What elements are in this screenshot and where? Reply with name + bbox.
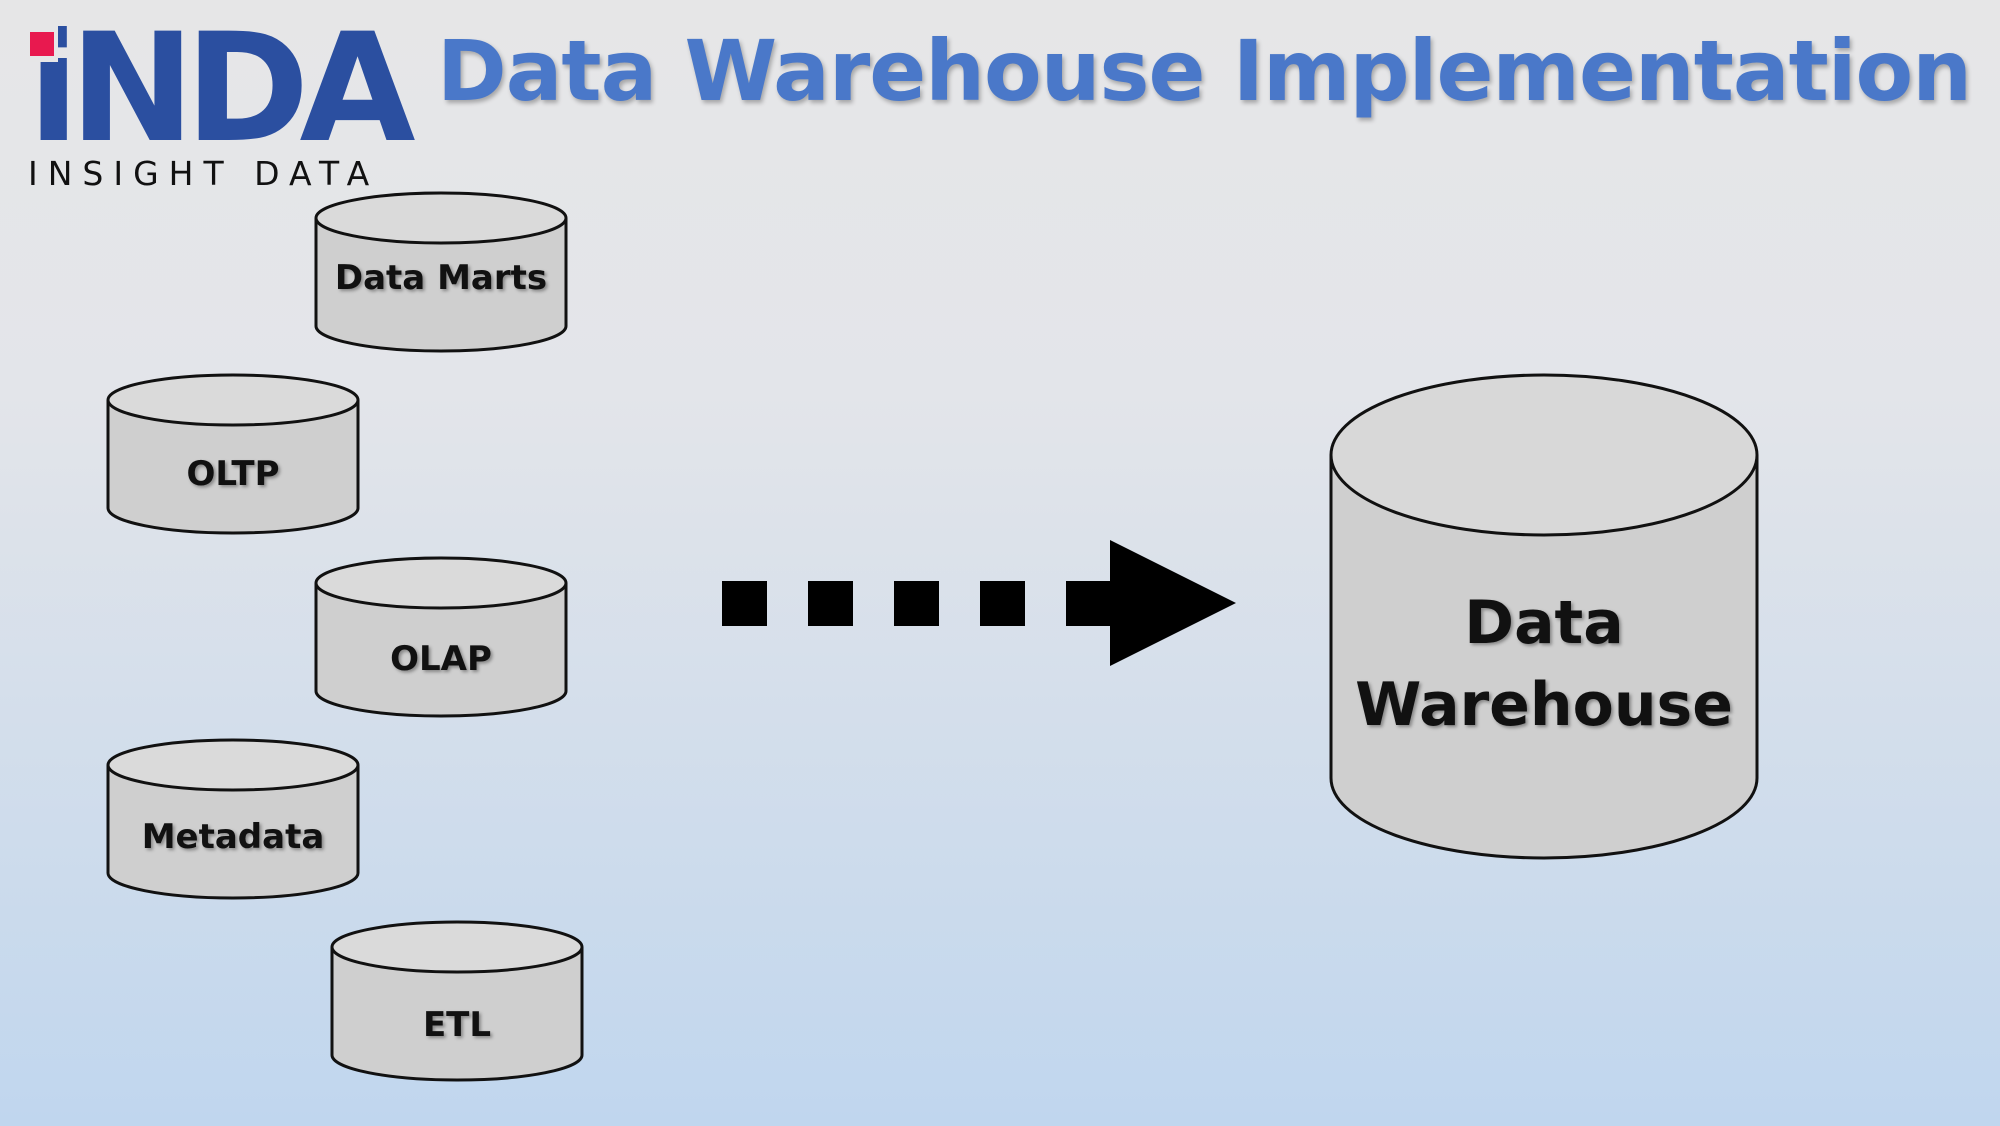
dashed-right-arrow-icon xyxy=(720,536,1240,670)
cylinder-olap: OLAP xyxy=(313,555,569,719)
cylinder-label: Data Warehouse xyxy=(1355,588,1733,740)
database-cylinder-icon xyxy=(1329,373,1759,860)
page-title: Data Warehouse Implementation xyxy=(437,22,1972,120)
cylinder-data-marts: Data Marts xyxy=(313,190,569,354)
logo-wordmark: iNDA xyxy=(28,2,416,176)
arrow-dash xyxy=(894,581,939,626)
cylinder-label: OLTP xyxy=(186,454,280,494)
database-cylinder-icon xyxy=(106,373,360,535)
inda-logo: iNDA INSIGHT DATA xyxy=(28,14,416,196)
cylinder-label: OLAP xyxy=(390,639,492,679)
cylinder-oltp: OLTP xyxy=(105,372,361,536)
database-cylinder-icon xyxy=(314,191,568,353)
cylinder-etl: ETL xyxy=(329,919,585,1083)
database-cylinder-icon xyxy=(314,556,568,718)
cylinder-label: Metadata xyxy=(141,817,325,857)
cylinder-data-warehouse: Data Warehouse xyxy=(1328,372,1760,860)
arrow-dash xyxy=(980,581,1025,626)
arrow-dash xyxy=(1066,581,1111,626)
cylinder-label: ETL xyxy=(422,1005,492,1045)
database-cylinder-icon xyxy=(330,920,584,1082)
cylinder-label: Data Marts xyxy=(334,258,548,298)
arrow-dash xyxy=(722,581,767,626)
logo-red-square-icon xyxy=(30,32,54,56)
cylinder-metadata: Metadata xyxy=(105,737,361,901)
arrow-dash xyxy=(808,581,853,626)
logo-tagline: INSIGHT DATA xyxy=(28,154,380,193)
arrowhead-icon xyxy=(1110,540,1236,666)
database-cylinder-icon xyxy=(106,738,360,900)
